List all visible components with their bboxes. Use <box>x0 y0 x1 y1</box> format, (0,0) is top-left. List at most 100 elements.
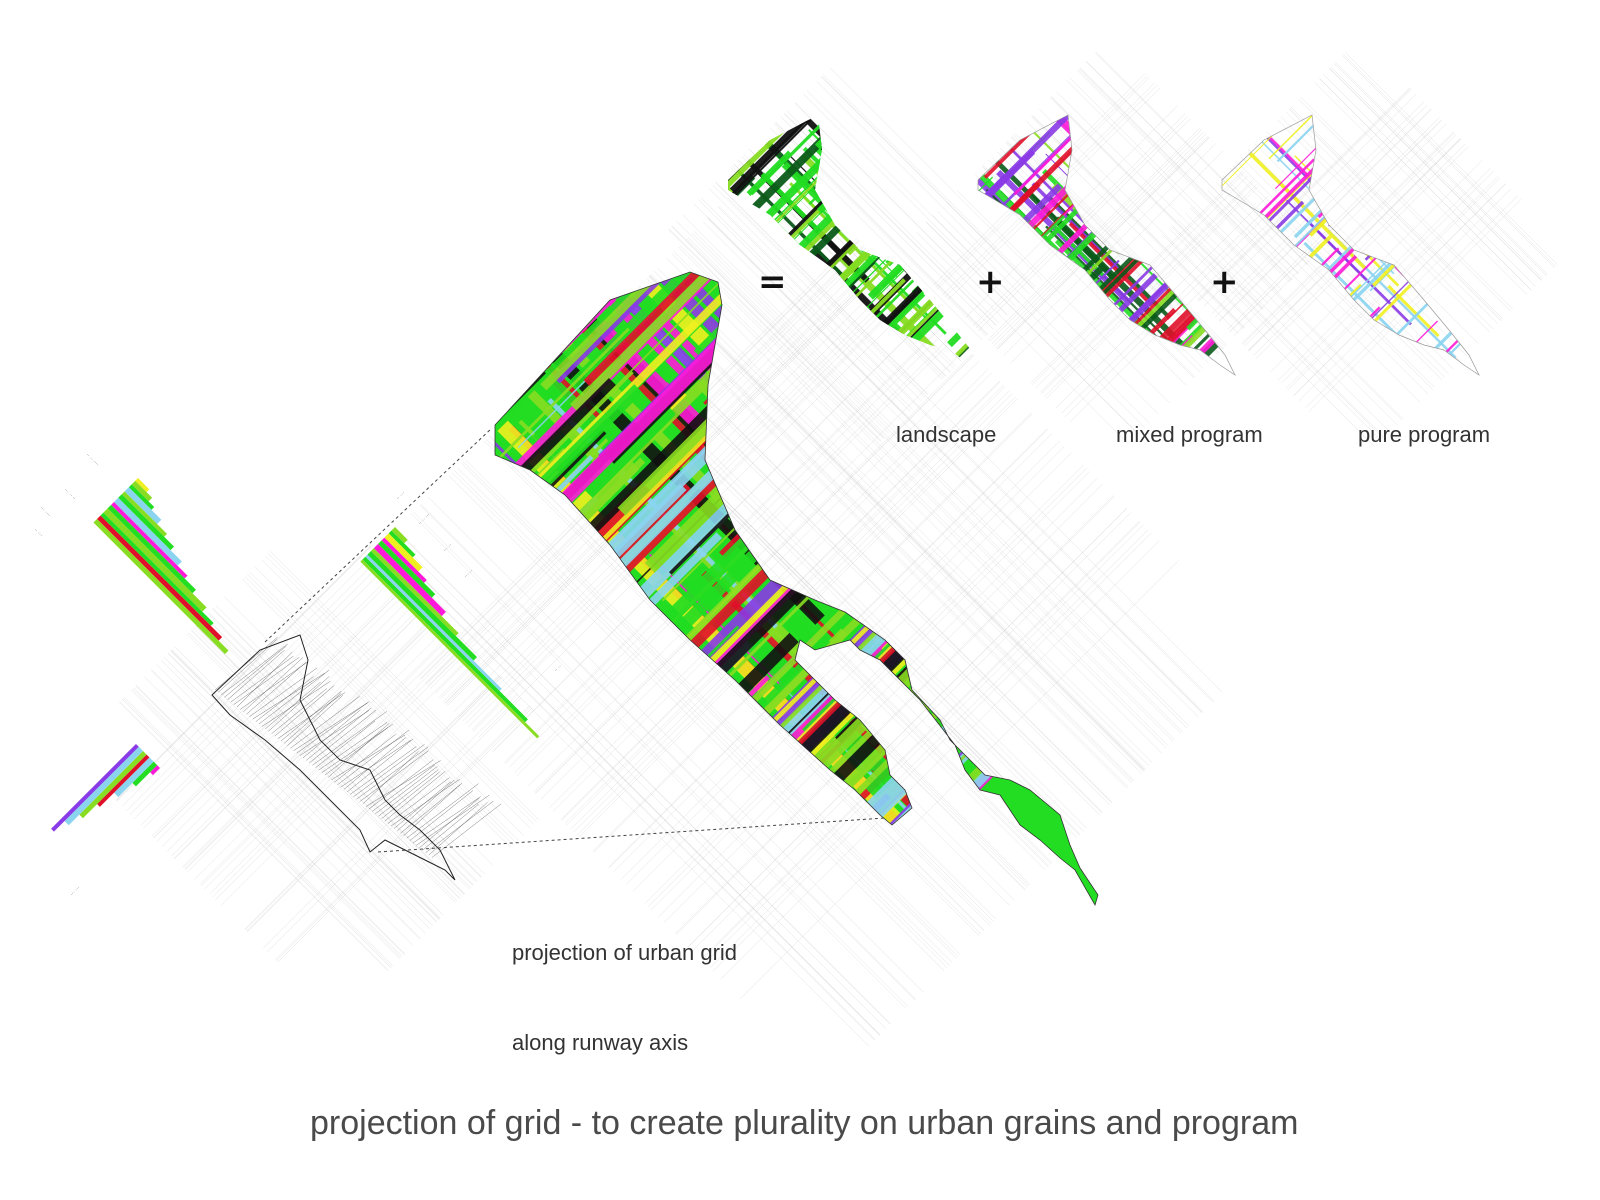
program-stripe <box>1328 159 1395 227</box>
grid-line <box>1241 131 1454 344</box>
grid-line <box>1242 132 1455 345</box>
hatch-line <box>305 707 372 761</box>
stepped-bar-chart-right <box>360 527 540 739</box>
program-stripe <box>816 121 910 214</box>
program-stripe <box>495 443 512 549</box>
grid-line <box>244 674 500 930</box>
program-stripe <box>728 205 763 286</box>
program-stripe <box>1018 115 1178 238</box>
grid-line <box>1345 52 1558 265</box>
program-stripe <box>927 123 982 179</box>
program-stripe <box>901 185 985 353</box>
grid-line <box>1280 116 1494 330</box>
grid-line <box>1287 177 1501 391</box>
grid-line <box>160 659 431 930</box>
grid-line <box>395 529 891 1025</box>
hatch-line <box>255 676 314 722</box>
runway-outline-drawing <box>211 634 502 881</box>
grid-line <box>638 286 1134 782</box>
main-plan-outline <box>494 271 1099 907</box>
hatch-line <box>287 695 344 747</box>
grid-line <box>485 438 982 935</box>
hatch-line <box>265 681 321 730</box>
bar-segment <box>367 551 478 661</box>
grid-line <box>1184 212 1398 426</box>
program-stripe <box>1314 115 1367 125</box>
grid-line <box>650 274 1146 770</box>
program-stripe <box>1375 215 1415 256</box>
program-stripe <box>495 378 617 730</box>
grid-line <box>1095 52 1308 265</box>
hatch-line <box>258 670 330 725</box>
hatch-line <box>337 729 410 785</box>
hatch-line <box>353 744 425 798</box>
hatch-line <box>315 720 376 768</box>
grid-line <box>1227 117 1440 330</box>
program-stripe <box>728 115 830 192</box>
grid-line <box>1300 96 1514 310</box>
program-stripe <box>1400 268 1479 375</box>
grid-line <box>395 529 891 1025</box>
program-stripe <box>495 272 732 575</box>
mixed-program-label: mixed program <box>1116 422 1263 447</box>
hatch-line <box>271 688 328 734</box>
grid-line <box>427 496 924 993</box>
grid-line <box>649 275 1145 771</box>
grid-line <box>171 649 441 919</box>
program-stripe <box>1030 115 1108 134</box>
grid-line <box>717 206 1214 703</box>
grid-line <box>712 184 926 398</box>
grid-line <box>1069 209 1283 423</box>
hatch-line <box>334 733 396 783</box>
grid-line <box>775 122 988 335</box>
grid-line <box>653 270 1150 767</box>
grid-line <box>648 276 1144 772</box>
grid-line <box>822 74 1036 288</box>
grid-line <box>671 253 1167 749</box>
bar-segment <box>121 491 167 537</box>
program-stripe <box>905 115 967 143</box>
grid-line <box>1256 146 1469 359</box>
hatch-line <box>371 764 435 812</box>
hatch-line <box>378 769 439 817</box>
grid-line <box>1211 101 1425 315</box>
hatch-line <box>312 711 387 766</box>
grid-line <box>1189 207 1403 421</box>
grid-line <box>183 613 439 869</box>
hatch-line <box>221 643 288 696</box>
grid-line <box>666 258 1162 754</box>
grid-line <box>448 475 945 972</box>
program-stripe <box>1071 475 1098 587</box>
grid-line <box>116 546 372 802</box>
grid-line <box>671 225 885 439</box>
program-stripe <box>581 272 758 297</box>
grid-line <box>829 67 1043 281</box>
bar-segment <box>103 508 207 612</box>
grid-line <box>199 629 455 885</box>
grid-line <box>1330 66 1544 280</box>
program-stripe <box>1100 157 1149 206</box>
grid-line <box>769 127 983 341</box>
grid-line <box>208 612 478 882</box>
grid-line <box>379 545 875 1041</box>
grid-line <box>1045 185 1259 399</box>
street-label: ··· ··· <box>69 885 82 898</box>
grid-line <box>195 625 465 895</box>
street-label: ··· ·· <box>442 542 453 553</box>
grid-line <box>936 210 1150 424</box>
program-stripe <box>860 582 1098 903</box>
program-stripe <box>1006 265 1073 332</box>
program-stripe <box>495 310 504 559</box>
grid-line <box>675 495 1114 934</box>
program-stripe <box>994 523 1098 647</box>
grid-line <box>153 583 409 839</box>
grid-line <box>1169 228 1382 441</box>
bar-segment <box>378 540 436 598</box>
grid-line <box>135 684 406 955</box>
program-stripe <box>1289 264 1352 328</box>
grid-line <box>1244 134 1457 347</box>
program-stripe <box>908 211 969 272</box>
grid-line <box>171 601 427 857</box>
program-stripe <box>1401 117 1479 249</box>
program-stripe <box>1383 190 1431 238</box>
